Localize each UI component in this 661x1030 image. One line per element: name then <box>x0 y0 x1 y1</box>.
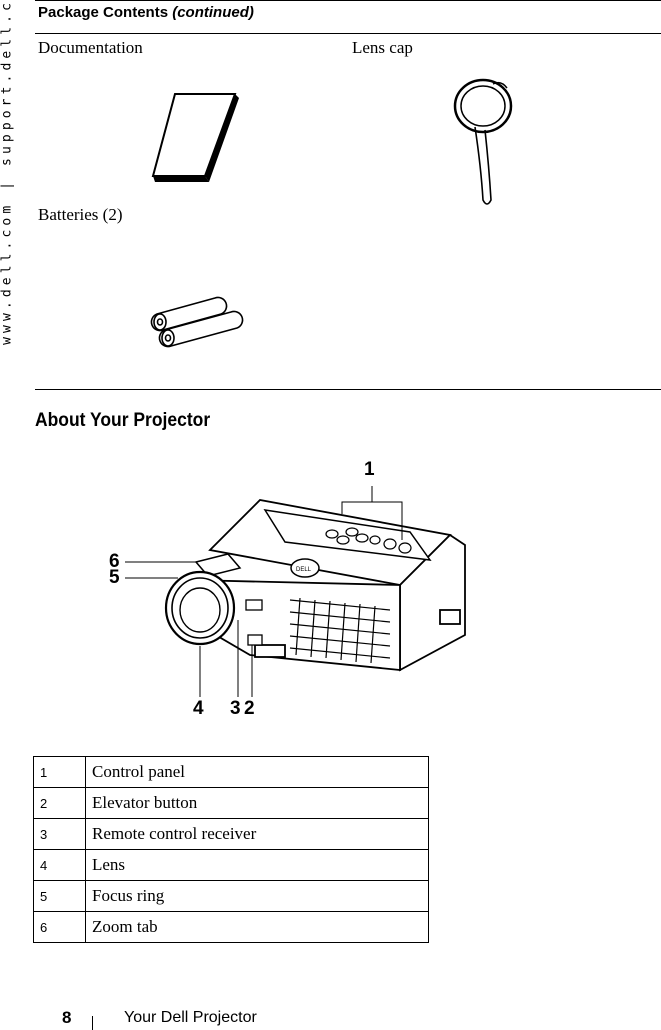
legend-number: 1 <box>33 756 86 788</box>
legend-number: 5 <box>33 880 86 912</box>
legend-label: Zoom tab <box>85 911 429 943</box>
callout-6: 6 <box>109 551 120 572</box>
table-top-rule <box>35 0 661 1</box>
legend-label: Lens <box>85 849 429 881</box>
package-contents-title-suffix: (continued) <box>172 4 254 21</box>
projector-legend-table: 1 Control panel 2 Elevator button 3 Remo… <box>33 756 429 943</box>
callout-5: 5 <box>109 567 120 588</box>
item-lens-cap-label: Lens cap <box>352 38 413 57</box>
package-contents-title: Package Contents (continued) <box>38 4 254 21</box>
projector-illustration: DELL <box>125 486 466 697</box>
batteries-illustration <box>150 296 244 348</box>
legend-row: 6 Zoom tab <box>33 911 429 943</box>
callout-3: 3 <box>230 698 241 719</box>
documentation-illustration <box>151 93 239 182</box>
item-documentation-label: Documentation <box>38 38 143 57</box>
legend-label: Control panel <box>85 756 429 788</box>
section-heading: About Your Projector <box>35 410 211 431</box>
footer-section-title: Your Dell Projector <box>124 1009 257 1026</box>
footer-separator <box>92 1016 93 1030</box>
side-url: www.dell.com | support.dell.com <box>0 0 17 345</box>
side-url-text: www.dell.com | support.dell.com <box>0 0 15 345</box>
legend-number: 4 <box>33 849 86 881</box>
legend-row: 2 Elevator button <box>33 787 429 819</box>
legend-row: 3 Remote control receiver <box>33 818 429 850</box>
legend-row: 1 Control panel <box>33 756 429 788</box>
item-batteries-label: Batteries (2) <box>38 205 123 224</box>
legend-label: Focus ring <box>85 880 429 912</box>
page-number: 8 <box>62 1008 72 1027</box>
callout-1: 1 <box>364 459 375 480</box>
legend-row: 5 Focus ring <box>33 880 429 912</box>
legend-label: Elevator button <box>85 787 429 819</box>
legend-number: 3 <box>33 818 86 850</box>
legend-row: 4 Lens <box>33 849 429 881</box>
table-header-rule <box>35 33 661 34</box>
callout-4: 4 <box>193 698 204 719</box>
svg-text:DELL: DELL <box>296 567 312 573</box>
callout-2: 2 <box>244 698 255 719</box>
package-contents-title-text: Package Contents <box>38 4 169 21</box>
legend-label: Remote control receiver <box>85 818 429 850</box>
legend-number: 2 <box>33 787 86 819</box>
legend-number: 6 <box>33 911 86 943</box>
table-bottom-rule <box>35 389 661 390</box>
lens-cap-illustration <box>453 78 513 205</box>
